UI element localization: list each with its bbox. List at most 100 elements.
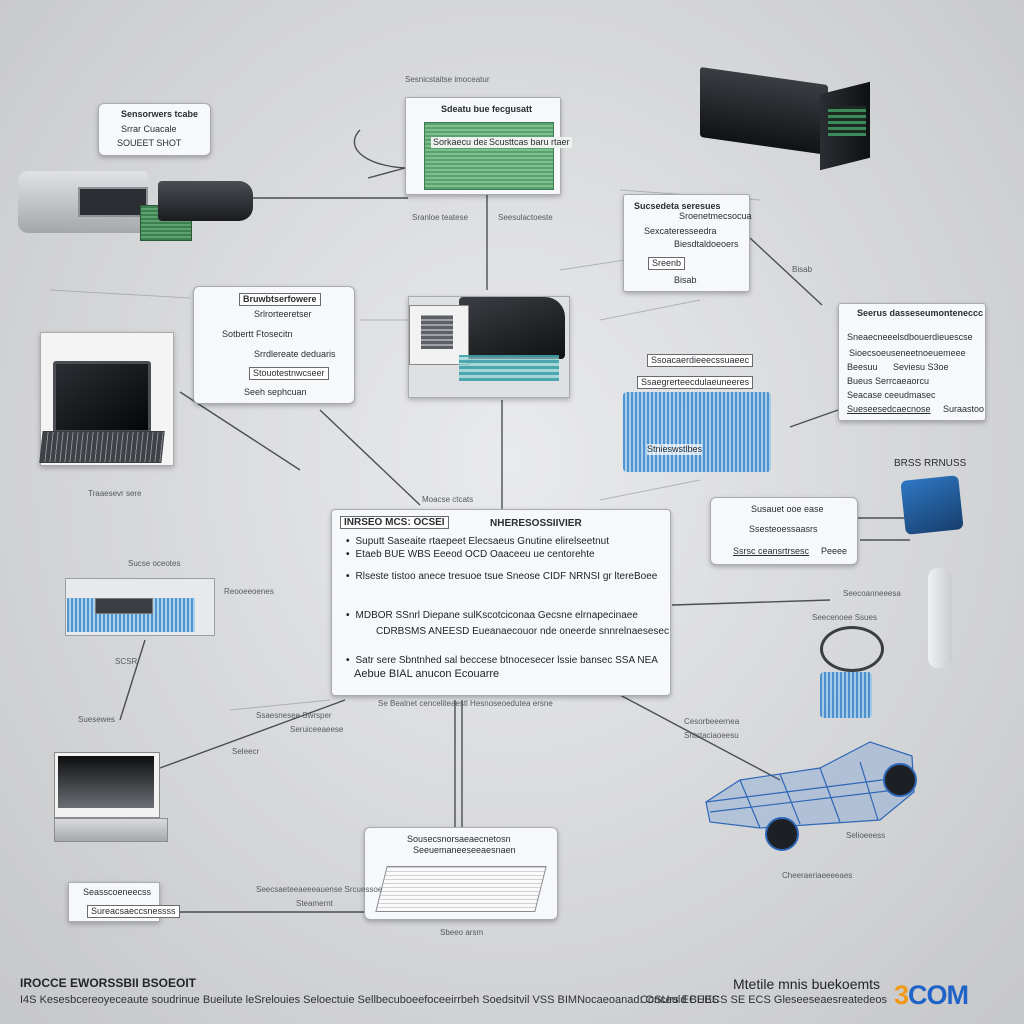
pcb-row-label: Sorkaecu dear	[431, 137, 494, 148]
central-caption: Se Bealnet cenceliteaestl Hesnoseoedutea…	[378, 699, 553, 708]
pcb-board-icon: Sorkaecu dear Scusttcas baru rtaer	[424, 122, 572, 190]
right-low-label-2: Shtstaciaoeesu	[684, 731, 739, 740]
right-panel-line: Seacase ceeudmasec	[847, 390, 936, 400]
right-tag: BRSS RRNUSS	[894, 458, 967, 469]
car-label: Selioeeess	[846, 831, 886, 840]
right-upper-tag: Bisab	[792, 265, 813, 274]
scanner-frame	[408, 296, 570, 398]
scan-tool-sub: SCSR	[115, 657, 138, 666]
bottom-center-caption: Sbeeo arsm	[440, 928, 484, 937]
top-center-caption: Sranloe teatese	[412, 213, 469, 222]
right-upper-card-title: Sucsedeta seresues	[634, 201, 721, 211]
blue-module-card: Ssoacaerdieeecssuaeec Ssaegrerteecdulaeu…	[623, 352, 771, 472]
bottom-left-caption: Seecsaeteeaeeeauense Srcuessoe	[256, 885, 383, 894]
right-panel-line: Sioecsoeuseneetnoeuemeee	[849, 348, 966, 358]
brand-logo[interactable]: 3COM	[894, 980, 969, 1011]
footer-text: I4S Kesesbcereoyeceaute soudrinue Bueilu…	[20, 994, 719, 1006]
right-mid-label: Seecoanneeesa	[843, 589, 901, 598]
blue-module-caption: Stnieswstlbes	[647, 444, 703, 455]
right-upper-card-line: Biesdtaldoeoers	[674, 239, 739, 249]
top-left-card-title: Sensorwers tcabe	[121, 109, 199, 119]
bottom-center-line: Seeuemaneeseeaesnaen	[413, 845, 516, 855]
right-panel-line: Beesuu	[847, 362, 878, 372]
central-line-1: •Suputt Saseaite rtaepeet Elecsaeus Gnut…	[346, 536, 610, 547]
right-panel-line: Seviesu S3oe	[893, 362, 949, 372]
central-info-card: INRSEO MCS: OCSEI NHERESOSSIIVIER •Suput…	[331, 509, 671, 696]
blue-connector-icon	[900, 475, 964, 535]
obd-adapter-icon	[18, 165, 258, 245]
right-panel-card: Seerus dasseseumonteneccc Sneaecneeelsdb…	[838, 303, 986, 421]
right-panel-line: Bueus Serrcaeaorcu	[847, 376, 930, 386]
right-mid-line: Ssesteoessaasrs	[749, 524, 818, 534]
ecu-unit-icon	[375, 866, 547, 912]
right-upper-card: Sucsedeta seresues Sroenetmecsocua Sexca…	[623, 194, 752, 292]
pcb-row-label: Scusttcas baru rtaer	[487, 137, 572, 148]
left-mid-label-2: Reooeeoenes	[224, 587, 274, 596]
scan-tool-icon	[65, 578, 215, 636]
diagnostic-scanner-icon	[409, 297, 571, 399]
right-panel-line: Suraastoo	[943, 404, 985, 414]
logo-main: COM	[908, 980, 969, 1010]
right-upper-card-line: Sreenb	[648, 257, 686, 270]
right-mid-line: Peeee	[821, 546, 848, 556]
right-mid-label-2: Seecenoee Ssues	[812, 613, 877, 622]
top-left-card: Sensorwers tcabe Srrar Cuacale SOUEET SH…	[98, 103, 211, 156]
left-mid-label: Traaesevr sere	[88, 489, 142, 498]
bottom-center-card: Sousecsnorsaeaecnetosn Seeuemaneeseeaesn…	[364, 827, 558, 920]
right-panel-title: Seerus dasseseumonteneccc	[857, 308, 984, 318]
central-line-5: CDRBSMS ANEESD Eueanaecouor nde oneerde …	[376, 626, 669, 637]
scan-tool-label: Sucse oceotes	[128, 559, 181, 568]
top-center-header: Sesnicstaitse imoceatur	[405, 75, 490, 84]
blue-module-icon	[623, 392, 771, 472]
monitor-icon	[54, 752, 168, 842]
car-label-2: Cheeraeriaeeeeaes	[782, 871, 853, 880]
top-left-card-line: Srrar Cuacale	[121, 124, 177, 134]
top-left-card-line: SOUEET SHOT	[117, 138, 182, 148]
footer-text-right: Conceuld BUECS SE ECS Gleseeseaesreatede…	[640, 994, 888, 1006]
upper-left-card-title: Bruwbtserfowere	[239, 293, 321, 306]
logo-accent: 3	[894, 980, 909, 1010]
top-center-card: Sdeatu bue fecgusatt Sorkaecu dear Scust…	[405, 97, 572, 195]
top-center-caption: Seesulactoeste	[498, 213, 553, 222]
central-foot-b: Seruiceeaeese	[290, 725, 344, 734]
upper-left-card: Bruwbtserfowere Srlrorteeretser Sotbertt…	[193, 286, 355, 404]
mid-caption: Moacse ctcats	[422, 495, 474, 504]
cable-icon	[816, 622, 886, 722]
left-low-label-2: Seleecr	[232, 747, 260, 756]
blue-module-line: Ssaegrerteecdulaeuneeres	[637, 376, 754, 389]
upper-left-card-line: Sotbertt Ftosecitn	[222, 329, 293, 339]
central-line-6: •Satr sere Sbntnhed sal beccese btnocese…	[346, 655, 658, 666]
car-wireframe-icon	[705, 741, 917, 851]
right-upper-card-line: Bisab	[674, 275, 697, 285]
bottom-left-caption-2: Steamernt	[296, 899, 333, 908]
bottom-left-line: Sureacsaeccsnessss	[87, 905, 180, 918]
laptop-frame	[39, 332, 175, 467]
right-panel-line: Sneaecneeelsdbouerdieuescse	[847, 332, 973, 342]
blue-module-title: Ssoacaerdieeecssuaeec	[647, 354, 754, 367]
laptop-icon	[39, 333, 175, 467]
bottom-left-line: Seasscoeneecss	[83, 887, 152, 897]
central-header-left: INRSEO MCS: OCSEI	[340, 516, 449, 529]
footer-title: IROCCE EWORSSBII BSOEOIT	[20, 976, 197, 990]
ecu-module-icon	[700, 66, 885, 171]
top-center-card-title: Sdeatu bue fecgusatt	[441, 104, 533, 114]
probe-icon	[928, 568, 952, 668]
central-foot-a: Ssaesnesee Swrsper	[256, 711, 332, 720]
right-low-label: Cesorbeeernea	[684, 717, 740, 726]
left-low-label: Suesewes	[78, 715, 115, 724]
upper-left-card-line: Stouotestnwcseer	[249, 367, 329, 380]
central-line-7: Aebue BIAL anucon Ecouarre	[354, 668, 500, 680]
upper-left-card-line: Srlrorteeretser	[254, 309, 312, 319]
bottom-center-title: Sousecsnorsaeaecnetosn	[407, 834, 511, 844]
upper-left-card-line: Seeh sephcuan	[244, 387, 307, 397]
central-line-2: •Etaeb BUE WBS Eeeod OCD Oaaceeu ue cent…	[346, 549, 595, 560]
upper-left-card-line: Srrdlereate deduaris	[254, 349, 336, 359]
right-panel-line: Sueseesedcaecnose	[847, 404, 931, 414]
brand-text: Mtetile mnis buekoemts	[733, 976, 881, 992]
right-upper-card-line: Sroenetmecsocua	[679, 211, 752, 221]
right-mid-card: Susauet ooe ease Ssesteoessaasrs Ssrsc c…	[710, 497, 858, 565]
central-header-right: NHERESOSSIIVIER	[490, 518, 582, 529]
right-upper-card-line: Sexcateresseedra	[644, 226, 717, 236]
central-line-3: •Rlseste tistoo anece tresuoe tsue Sneos…	[346, 571, 658, 582]
bottom-left-card: Seasscoeneecss Sureacsaeccsnessss	[68, 882, 180, 922]
